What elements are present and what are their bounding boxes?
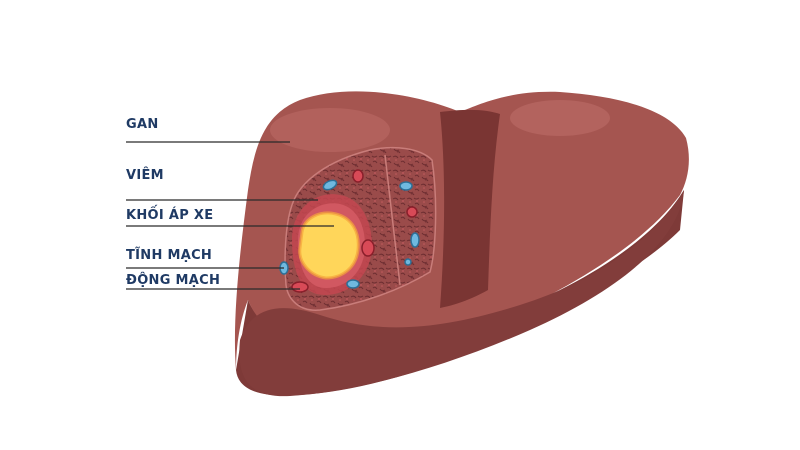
vein-2 (399, 181, 413, 191)
artery-3 (406, 206, 418, 218)
arteries (291, 169, 418, 293)
liver-shadow (239, 190, 684, 397)
cut-section-edge (284, 146, 437, 311)
label-liver: GAN (126, 117, 159, 132)
label-artery: ĐỘNG MẠCH (126, 273, 221, 288)
label-vein: TĨNH MẠCH (126, 248, 213, 263)
vein-4 (410, 232, 420, 248)
vein-3 (346, 279, 360, 289)
artery-4 (291, 281, 309, 293)
highlight-right (510, 100, 610, 136)
highlight-left (270, 108, 390, 152)
ligament (440, 109, 500, 308)
abscess-edge (298, 211, 360, 280)
label-abscess: KHỐI ÁP XE (126, 208, 214, 223)
vein-6 (404, 258, 412, 266)
veins (279, 179, 420, 289)
abscess-mass (299, 212, 359, 278)
vein-1 (322, 179, 338, 191)
leader-lines (126, 141, 334, 290)
cut-divider (384, 154, 401, 286)
label-inflammation: VIÊM (126, 168, 164, 183)
artery-1 (352, 169, 364, 183)
artery-2 (361, 239, 375, 257)
